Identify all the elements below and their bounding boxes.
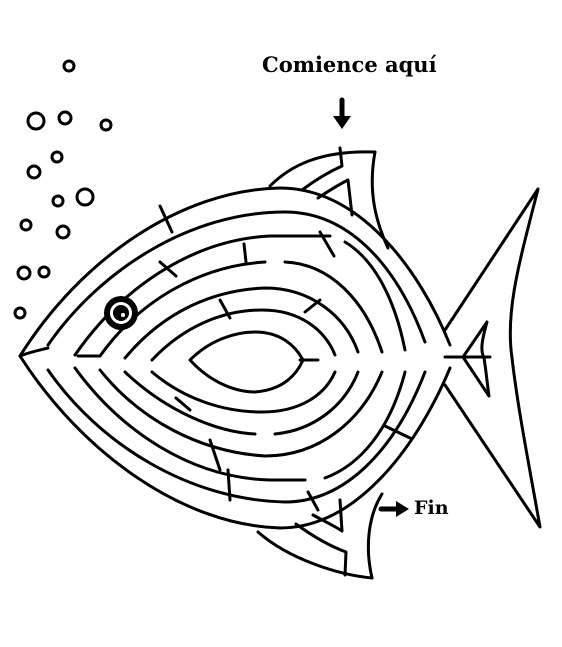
bubble <box>62 59 76 73</box>
start-label: Comience aquí <box>262 52 437 77</box>
end-label: Fin <box>414 497 449 519</box>
fish-body <box>18 186 452 530</box>
bottom-fin <box>256 492 384 580</box>
bubble <box>75 187 95 207</box>
bubble <box>37 265 51 279</box>
tail <box>443 187 542 529</box>
bubbles <box>13 59 113 320</box>
right-arrow-icon <box>378 501 409 517</box>
bubble <box>13 306 27 320</box>
bubble <box>51 194 65 208</box>
bubble <box>26 111 46 131</box>
bubble <box>55 224 71 240</box>
bubble <box>50 150 64 164</box>
bubble <box>26 164 42 180</box>
bubble <box>57 110 73 126</box>
bubble <box>19 218 33 232</box>
bubble <box>16 265 32 281</box>
fish-eye <box>104 296 138 330</box>
maze-walls <box>46 204 427 512</box>
bubble <box>99 118 113 132</box>
down-arrow-icon <box>333 97 351 129</box>
